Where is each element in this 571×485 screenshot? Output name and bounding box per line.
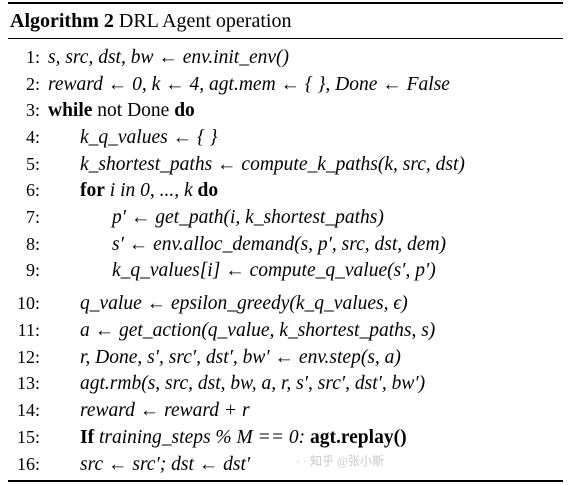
line-code: a ← get_action(q_value, k_shortest_paths… — [80, 320, 436, 341]
line-code: s′ ← env.alloc_demand(s, p′, src, dst, d… — [112, 234, 447, 255]
algorithm-line-6: 6: for i in 0, ..., k do — [0, 177, 571, 204]
line-number: 12: — [16, 347, 40, 367]
if-condition: training_steps % M == 0: — [94, 427, 310, 448]
line-code: s, src, dst, bw ← env.init_env() — [48, 47, 289, 68]
algorithm-line-1: 1: s, src, dst, bw ← env.init_env() — [0, 44, 571, 71]
line-code: src ← src′; dst ← dst′ — [80, 454, 251, 475]
algorithm-line-14: 14: reward ← reward + r — [0, 397, 571, 424]
replay-call: agt.replay() — [309, 427, 407, 448]
algorithm-line-10: 10: q_value ← epsilon_greedy(k_q_values,… — [0, 290, 571, 317]
watermark: · · 知乎 @张小斯 — [296, 454, 385, 468]
line-code: If training_steps % M == 0: agt.replay() — [80, 424, 407, 451]
line-number: 11: — [17, 320, 40, 340]
line-number: 5: — [25, 154, 40, 174]
line-number: 1: — [25, 47, 40, 67]
line-code: q_value ← epsilon_greedy(k_q_values, ϵ) — [80, 293, 408, 314]
line-number: 8: — [25, 234, 40, 254]
algorithm-line-16: 16: src ← src′; dst ← dst′ — [0, 451, 571, 478]
line-number: 7: — [25, 207, 40, 227]
keyword-do: do — [174, 100, 195, 121]
algorithm-line-2: 2: reward ← 0, k ← 4, agt.mem ← { }, Don… — [0, 71, 571, 98]
line-number: 13: — [16, 373, 40, 393]
line-code: agt.rmb(s, src, dst, bw, a, r, s′, src′,… — [80, 373, 426, 394]
algorithm-line-11: 11: a ← get_action(q_value, k_shortest_p… — [0, 317, 571, 344]
line-number: 10: — [16, 293, 40, 313]
algorithm-line-3: 3: while not Done do — [0, 97, 571, 124]
line-code: k_q_values[i] ← compute_q_value(s′, p′) — [112, 260, 436, 281]
line-code: for i in 0, ..., k do — [80, 177, 218, 204]
line-number: 4: — [25, 127, 40, 147]
keyword-do: do — [197, 180, 219, 201]
algorithm-line-4: 4: k_q_values ← { } — [0, 124, 571, 151]
line-number: 14: — [16, 400, 40, 420]
line-number: 3: — [25, 100, 40, 120]
header-rule — [8, 38, 563, 39]
algorithm-name: DRL Agent operation — [118, 10, 292, 32]
line-code: r, Done, s′, src′, dst′, bw′ ← env.step(… — [80, 347, 401, 368]
keyword-if: If — [80, 427, 95, 448]
keyword-while: while — [48, 100, 93, 121]
line-code: reward ← reward + r — [80, 400, 250, 421]
algorithm-line-8: 8: s′ ← env.alloc_demand(s, p′, src, dst… — [0, 231, 571, 258]
algorithm-line-15: 15: If training_steps % M == 0: agt.repl… — [0, 424, 571, 451]
algorithm-label: Algorithm 2 — [10, 10, 114, 32]
while-condition: not Done — [92, 100, 175, 121]
line-number: 2: — [25, 74, 40, 94]
line-number: 9: — [25, 260, 40, 280]
top-rule — [8, 2, 563, 4]
line-number: 15: — [16, 427, 40, 447]
line-number: 16: — [16, 454, 40, 474]
line-code: reward ← 0, k ← 4, agt.mem ← { }, Done ←… — [48, 74, 450, 95]
keyword-for: for — [80, 180, 105, 201]
line-code: while not Done do — [48, 97, 195, 124]
algorithm-title: Algorithm 2 DRL Agent operation — [10, 8, 291, 34]
algorithm-line-9: 9: k_q_values[i] ← compute_q_value(s′, p… — [0, 257, 571, 284]
for-range: i in 0, ..., k — [104, 180, 198, 201]
algorithm-line-5: 5: k_shortest_paths ← compute_k_paths(k,… — [0, 151, 571, 178]
algorithm-line-7: 7: p′ ← get_path(i, k_shortest_paths) — [0, 204, 571, 231]
line-number: 6: — [25, 180, 40, 200]
bottom-rule — [8, 480, 563, 482]
algorithm-line-12: 12: r, Done, s′, src′, dst′, bw′ ← env.s… — [0, 344, 571, 371]
line-code: k_q_values ← { } — [80, 127, 218, 148]
line-code: p′ ← get_path(i, k_shortest_paths) — [112, 207, 384, 228]
line-code: k_shortest_paths ← compute_k_paths(k, sr… — [80, 154, 465, 175]
algorithm-line-13: 13: agt.rmb(s, src, dst, bw, a, r, s′, s… — [0, 370, 571, 397]
